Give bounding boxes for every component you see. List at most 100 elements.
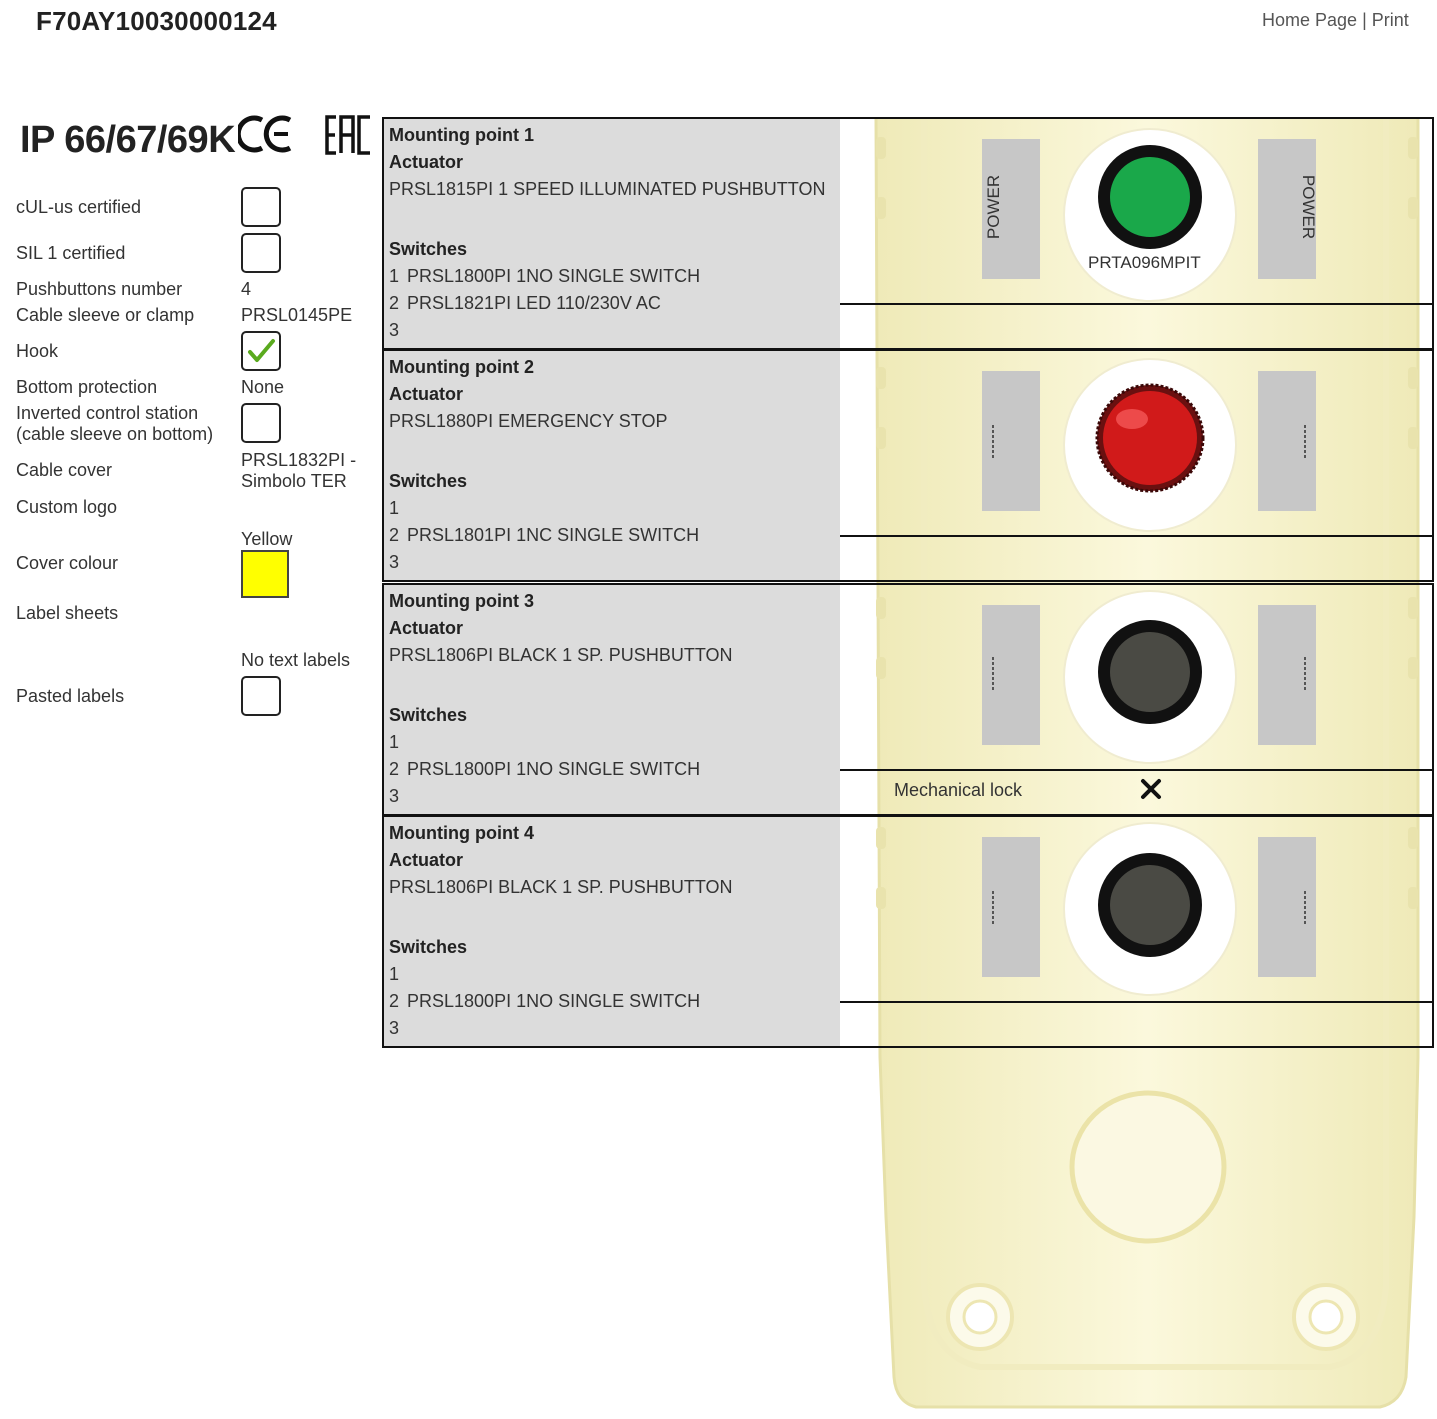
switch-row: 2 PRSL1801PI 1NC SINGLE SWITCH <box>389 524 699 546</box>
actuator-heading: Actuator <box>389 152 464 172</box>
button-artwork <box>982 128 1316 996</box>
sil-label: SIL 1 certified <box>16 243 126 263</box>
label-plate-left <box>982 371 1040 511</box>
actuator-heading: Actuator <box>389 384 464 404</box>
switch-name: PRSL1800PI 1NO SINGLE SWITCH <box>407 991 701 1011</box>
bottom-protection-label: Bottom protection <box>16 377 158 397</box>
top-links: Home Page | Print <box>1262 10 1409 31</box>
mounting-point-4: Mounting point 4 Actuator PRSL1806PI BLA… <box>382 815 1434 1048</box>
cable-sleeve-label: Cable sleeve or clamp <box>16 305 195 325</box>
label-plate-right <box>1258 139 1316 279</box>
cable-cover-value-line1: PRSL1832PI - <box>241 450 357 470</box>
actuator-value: PRSL1880PI EMERGENCY STOP <box>389 411 668 431</box>
mounting-point-title: Mounting point 1 <box>389 125 534 145</box>
emergency-stop-button[interactable] <box>1103 391 1197 485</box>
label-plate-left <box>982 605 1040 745</box>
home-page-link[interactable]: Home Page <box>1262 10 1358 30</box>
mounting-point-2-info: Mounting point 2 Actuator PRSL1880PI EME… <box>384 351 840 580</box>
pasted-labels-checkbox[interactable] <box>241 676 281 716</box>
green-illuminated-pushbutton[interactable] <box>1110 157 1190 237</box>
custom-logo-label: Custom logo <box>16 497 118 517</box>
switches-heading: Switches <box>389 937 468 957</box>
label-sheets-label: Label sheets <box>16 603 119 623</box>
button-caption: PRTA096MPIT <box>1088 253 1201 272</box>
switch-number: 3 <box>389 552 400 572</box>
switch-row: 3 <box>389 785 407 807</box>
label-plate-left <box>982 139 1040 279</box>
switch-row: 1 <box>389 963 407 985</box>
mounting-point-2: Mounting point 2 Actuator PRSL1880PI EME… <box>382 349 1434 582</box>
inverted-checkbox[interactable] <box>241 403 281 443</box>
label-plate-right <box>1258 371 1316 511</box>
switch-number: 2 <box>389 759 400 779</box>
mounting-point-1-info: Mounting point 1 Actuator PRSL1815PI 1 S… <box>384 119 840 348</box>
switches-heading: Switches <box>389 239 468 259</box>
label-plate-right-text: POWER <box>1299 174 1319 240</box>
pushbuttons-value: 4 <box>241 279 252 299</box>
switch-row: 1 <box>389 731 407 753</box>
mounting-point-title: Mounting point 2 <box>389 357 534 377</box>
switch-name: PRSL1821PI LED 110/230V AC <box>407 293 661 313</box>
button-highlight <box>1116 409 1148 429</box>
actuator-heading: Actuator <box>389 618 464 638</box>
mounting-points-table: Mounting point 1 Actuator PRSL1815PI 1 S… <box>382 117 1434 1048</box>
switches-heading: Switches <box>389 471 468 491</box>
switches-heading: Switches <box>389 705 468 725</box>
switch-number: 3 <box>389 786 400 806</box>
inverted-label-line1: Inverted control station <box>16 403 199 423</box>
cul-label: cUL-us certified <box>16 197 142 217</box>
close-icon <box>1141 779 1161 799</box>
mounting-point-3-info: Mounting point 3 Actuator PRSL1806PI BLA… <box>384 585 840 814</box>
bottom-protection-value: None <box>241 377 285 397</box>
row-divider <box>840 535 1432 537</box>
eac-mark-icon <box>324 114 374 161</box>
row-divider <box>840 769 1432 771</box>
hook-checkbox[interactable] <box>241 331 281 371</box>
cable-sleeve-value: PRSL0145PE <box>241 305 353 325</box>
switch-name: PRSL1800PI 1NO SINGLE SWITCH <box>407 759 701 779</box>
cover-colour-label: Cover colour <box>16 553 119 573</box>
pasted-labels-label: Pasted labels <box>16 686 125 706</box>
cul-checkbox[interactable] <box>241 187 281 227</box>
sil-checkbox[interactable] <box>241 233 281 273</box>
switch-row: 1 <box>389 497 407 519</box>
row-divider <box>840 303 1432 305</box>
inverted-label: Inverted control station (cable sleeve o… <box>16 403 213 445</box>
switch-number: 2 <box>389 991 400 1011</box>
switch-number: 2 <box>389 525 400 545</box>
mounting-point-4-info: Mounting point 4 Actuator PRSL1806PI BLA… <box>384 817 840 1046</box>
switch-number: 3 <box>389 320 400 340</box>
ce-mark-icon <box>235 112 296 161</box>
actuator-value: PRSL1806PI BLACK 1 SP. PUSHBUTTON <box>389 877 733 897</box>
black-pushbutton[interactable] <box>1110 865 1190 945</box>
print-link[interactable]: Print <box>1371 10 1409 30</box>
switch-row: 2 PRSL1800PI 1NO SINGLE SWITCH <box>389 758 700 780</box>
switch-name: PRSL1801PI 1NC SINGLE SWITCH <box>407 525 700 545</box>
link-separator: | <box>1362 10 1367 30</box>
mounting-point-title: Mounting point 3 <box>389 591 534 611</box>
product-code: F70AY10030000124 <box>36 6 277 36</box>
black-pushbutton[interactable] <box>1110 632 1190 712</box>
cover-colour-swatch[interactable] <box>241 550 289 598</box>
actuator-value: PRSL1815PI 1 SPEED ILLUMINATED PUSHBUTTO… <box>389 179 826 199</box>
hook-label: Hook <box>16 341 59 361</box>
label-plate-right <box>1258 605 1316 745</box>
switch-row: 3 <box>389 551 407 573</box>
check-icon <box>248 339 275 362</box>
switch-number: 1 <box>389 498 400 518</box>
cable-cover-value-line2: Simbolo TER <box>241 471 347 491</box>
switch-name: PRSL1800PI 1NO SINGLE SWITCH <box>407 266 701 286</box>
label-plate-left-text: POWER <box>984 174 1004 240</box>
switch-number: 1 <box>389 964 400 984</box>
ip-rating: IP 66/67/69K <box>20 119 236 161</box>
mounting-point-title: Mounting point 4 <box>389 823 534 843</box>
switch-row: 3 <box>389 319 407 341</box>
inverted-label-line2: (cable sleeve on bottom) <box>16 424 214 444</box>
switch-number: 1 <box>389 732 400 752</box>
cable-cover-label: Cable cover <box>16 460 113 480</box>
cable-cover-value: PRSL1832PI - Simbolo TER <box>241 450 356 492</box>
actuator-value: PRSL1806PI BLACK 1 SP. PUSHBUTTON <box>389 645 733 665</box>
pushbuttons-label: Pushbuttons number <box>16 279 183 299</box>
label-sheets-value: No text labels <box>241 650 351 670</box>
